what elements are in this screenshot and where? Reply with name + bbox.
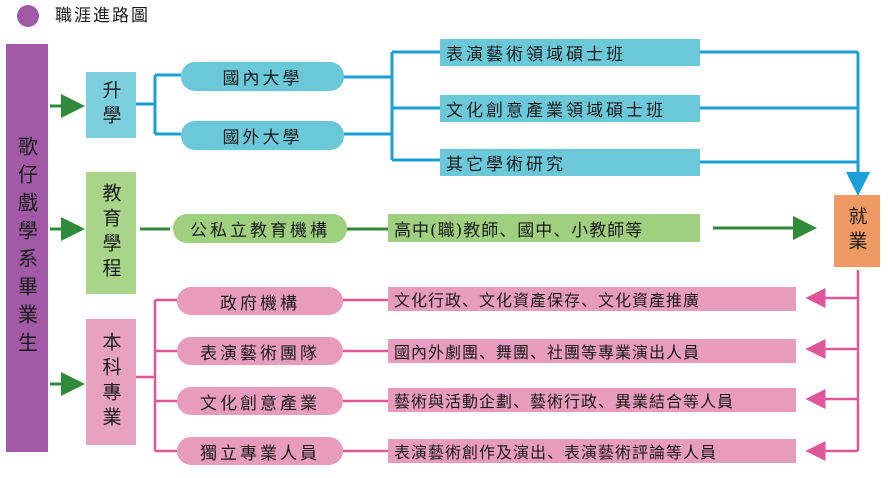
education-connectors bbox=[140, 216, 817, 240]
branch-major-label: 本科專業 bbox=[99, 332, 122, 432]
role-independent: 獨立專業人員 bbox=[177, 437, 343, 465]
role-performing-troupe-outcome-label: 國內外劇團、舞團、社團等專業演出人員 bbox=[394, 343, 701, 362]
source-box: 歌仔戲學系畢業生 bbox=[6, 44, 48, 452]
branch-further-study-label: 升學 bbox=[99, 80, 122, 130]
page-title: 職涯進路圖 bbox=[55, 6, 150, 26]
branch-major: 本科專業 bbox=[86, 319, 136, 445]
role-cultural-creative-outcome-label: 藝術與活動企劃、藝術行政、異業結合等人員 bbox=[394, 392, 735, 411]
study-outcome-0-label: 表演藝術領域碩士班 bbox=[446, 45, 626, 65]
study-connectors bbox=[136, 50, 870, 196]
role-independent-label: 獨立專業人員 bbox=[200, 443, 320, 464]
role-cultural-creative: 文化創意產業 bbox=[177, 387, 343, 415]
employment-box: 就業 bbox=[834, 195, 880, 267]
employment-label: 就業 bbox=[845, 206, 868, 256]
role-independent-outcome-label: 表演藝術創作及演出、表演藝術評論等人員 bbox=[394, 443, 718, 462]
role-cultural-creative-label: 文化創意產業 bbox=[200, 393, 320, 414]
source-label: 歌仔戲學系畢業生 bbox=[14, 136, 39, 360]
study-outcome-other-research: 其它學術研究 bbox=[440, 149, 700, 176]
major-connectors bbox=[136, 270, 860, 461]
role-government: 政府機構 bbox=[177, 287, 343, 315]
legend-dot bbox=[17, 5, 39, 27]
study-outcome-cultural-creative: 文化創意產業領域碩士班 bbox=[440, 95, 700, 122]
role-performing-troupe: 表演藝術團隊 bbox=[177, 337, 343, 365]
branch-further-study: 升學 bbox=[86, 72, 136, 138]
school-domestic-label: 國內大學 bbox=[222, 69, 303, 89]
study-outcome-1-label: 文化創意產業領域碩士班 bbox=[446, 101, 666, 121]
study-outcome-2-label: 其它學術研究 bbox=[446, 155, 566, 175]
role-performing-troupe-label: 表演藝術團隊 bbox=[200, 343, 320, 364]
role-performing-troupe-outcome: 國內外劇團、舞團、社團等專業演出人員 bbox=[388, 339, 796, 363]
study-outcome-performing-arts: 表演藝術領域碩士班 bbox=[440, 39, 700, 66]
role-cultural-creative-outcome: 藝術與活動企劃、藝術行政、異業結合等人員 bbox=[388, 388, 796, 412]
role-independent-outcome: 表演藝術創作及演出、表演藝術評論等人員 bbox=[388, 439, 796, 463]
branch-education-label: 教育學程 bbox=[99, 183, 122, 283]
role-government-outcome-label: 文化行政、文化資產保存、文化資產推廣 bbox=[394, 291, 701, 310]
education-institution: 公私立教育機構 bbox=[173, 214, 347, 243]
education-institution-label: 公私立教育機構 bbox=[190, 221, 330, 241]
education-outcome: 高中(職)教師、國中、小教師等 bbox=[388, 214, 700, 242]
role-government-outcome: 文化行政、文化資產保存、文化資產推廣 bbox=[388, 287, 796, 311]
school-overseas-label: 國外大學 bbox=[222, 128, 303, 148]
branch-education: 教育學程 bbox=[86, 172, 136, 294]
school-overseas: 國外大學 bbox=[181, 121, 344, 150]
role-government-label: 政府機構 bbox=[220, 293, 300, 314]
source-arrows bbox=[50, 94, 85, 396]
school-domestic: 國內大學 bbox=[181, 62, 344, 91]
education-outcome-label: 高中(職)教師、國中、小教師等 bbox=[394, 220, 644, 241]
